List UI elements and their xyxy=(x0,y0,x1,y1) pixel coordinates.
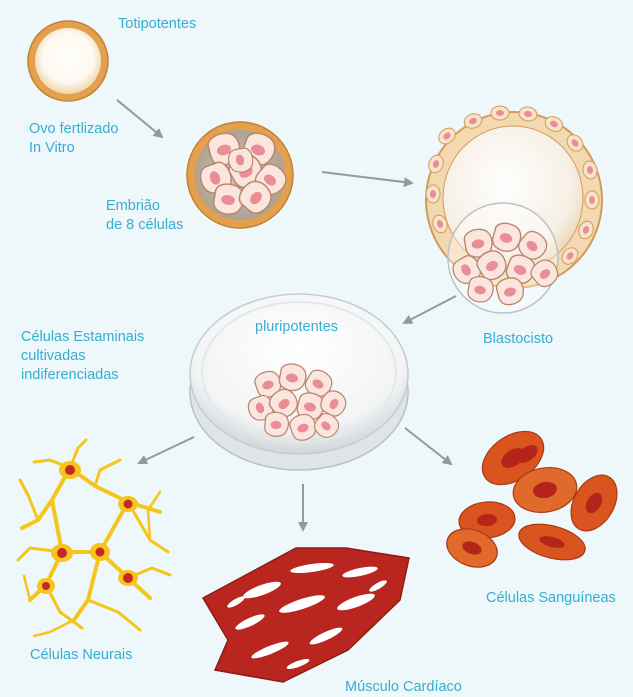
label-blastocyst: Blastocisto xyxy=(483,330,553,349)
blastocyst xyxy=(426,106,602,313)
label-blood-cells: Células Sanguíneas xyxy=(486,589,616,608)
arrow-embryo-to-blastocyst xyxy=(322,172,412,183)
arrow-dish-to-blood xyxy=(405,428,451,464)
label-stem-cells: Células Estaminais cultivadas indiferenc… xyxy=(21,328,144,385)
arrow-dish-to-neural xyxy=(139,437,194,463)
label-stem-cells-line3: indiferenciadas xyxy=(21,366,144,385)
label-embryo-line1: Embrião xyxy=(106,197,183,216)
arrow-egg-to-embryo xyxy=(117,100,162,137)
label-fertilized-egg-line1: Ovo fertlizado xyxy=(29,120,118,139)
fertilized-egg xyxy=(28,21,108,101)
neural-cells xyxy=(18,440,170,636)
label-neural-cells: Células Neurais xyxy=(30,646,132,665)
label-totipotent: Totipotentes xyxy=(118,15,196,34)
label-cardiac-muscle: Músculo Cardíaco xyxy=(345,678,462,697)
cardiac-muscle xyxy=(203,548,409,682)
label-stem-cells-line1: Células Estaminais xyxy=(21,328,144,347)
label-pluripotent: pluripotentes xyxy=(255,318,338,337)
label-fertilized-egg-line2: In Vitro xyxy=(29,139,118,158)
arrow-blastocyst-to-dish xyxy=(404,296,456,323)
label-embryo-line2: de 8 células xyxy=(106,216,183,235)
label-fertilized-egg: Ovo fertlizado In Vitro xyxy=(29,120,118,158)
eight-cell-embryo xyxy=(187,122,293,228)
label-stem-cells-line2: cultivadas xyxy=(21,347,144,366)
blood-cells xyxy=(441,420,626,573)
label-embryo: Embrião de 8 células xyxy=(106,197,183,235)
